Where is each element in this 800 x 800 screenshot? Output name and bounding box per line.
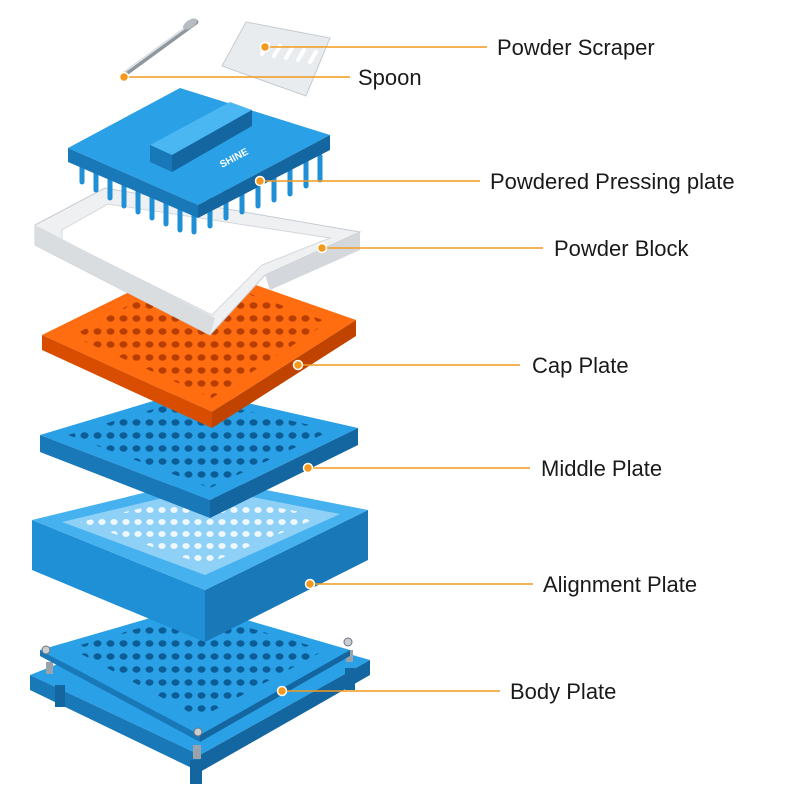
- callout-dot-powder-scraper: [261, 43, 270, 52]
- spoon-handle: [122, 22, 196, 76]
- callout-dot-body-plate: [278, 687, 287, 696]
- callout-dot-spoon: [120, 73, 129, 82]
- body-plate-foot: [345, 668, 355, 690]
- label-alignment-plate: Alignment Plate: [543, 574, 697, 596]
- body-plate-screw: [344, 638, 352, 646]
- label-pressing-plate: Powdered Pressing plate: [490, 171, 735, 193]
- body-plate-spring: [193, 745, 201, 759]
- spoon: [122, 16, 199, 76]
- body-plate-screw: [194, 728, 202, 736]
- callout-dot-alignment-plate: [306, 580, 315, 589]
- label-cap-plate: Cap Plate: [532, 355, 629, 377]
- label-spoon: Spoon: [358, 67, 422, 89]
- body-plate-foot: [55, 685, 65, 707]
- body-plate-spring: [46, 662, 53, 674]
- callout-dot-pressing-plate: [256, 177, 265, 186]
- body-plate-foot: [190, 760, 202, 784]
- powder-scraper: [222, 22, 330, 96]
- callout-dot-middle-plate: [304, 464, 313, 473]
- label-middle-plate: Middle Plate: [541, 458, 662, 480]
- label-powder-block: Powder Block: [554, 238, 689, 260]
- callout-dot-powder-block: [318, 244, 327, 253]
- label-body-plate: Body Plate: [510, 681, 616, 703]
- body-plate-screw: [42, 646, 50, 654]
- label-powder-scraper: Powder Scraper: [497, 37, 655, 59]
- callout-dot-cap-plate: [294, 361, 303, 370]
